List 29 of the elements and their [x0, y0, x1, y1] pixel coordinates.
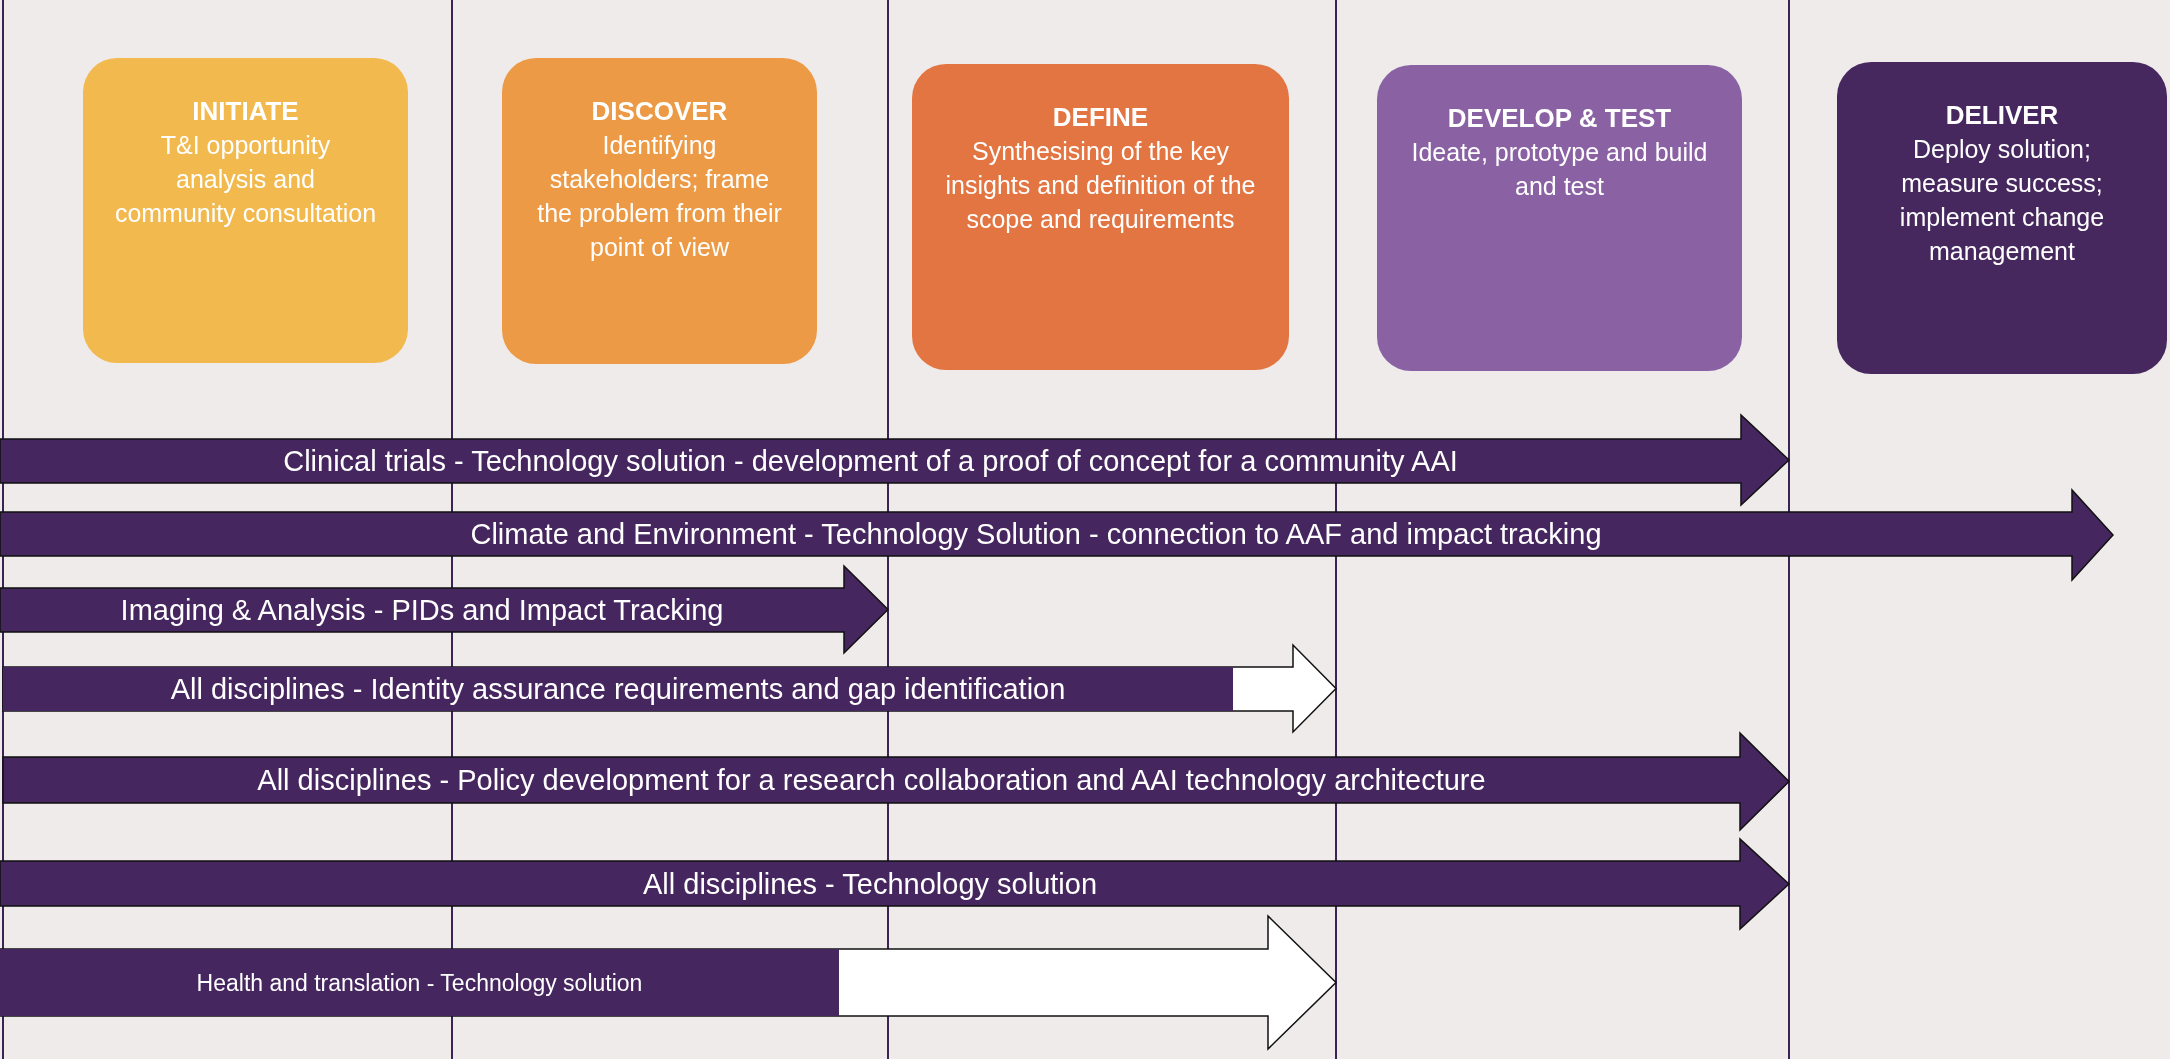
phase-title: DELIVER [1945, 99, 2059, 132]
phase-card [1837, 62, 2167, 374]
timeline-band [0, 839, 1789, 929]
phase-title: DISCOVER [591, 95, 728, 128]
phase-card [83, 58, 408, 363]
phase-description: Ideate, prototype and build and test [1410, 137, 1709, 202]
phase-description: Identifying stakeholders; frame the problem from their point of view [536, 130, 783, 263]
timeline-band [3, 733, 1789, 830]
phase-title: INITIATE [192, 95, 299, 128]
phase-card [912, 64, 1289, 370]
band-label: Health and translation - Technology solution [196, 969, 643, 996]
band-label: Imaging & Analysis - PIDs and Impact Tracking [120, 593, 724, 627]
band-label: All disciplines - Identity assurance requirements and gap identification [170, 672, 1066, 706]
timeline-band [0, 415, 1789, 505]
timeline-band [0, 566, 888, 653]
band-label: Clinical trials - Technology solution - development of a proof of concept for a community AAI [283, 444, 1458, 478]
band-label: All disciplines - Technology solution [643, 867, 1097, 900]
phase-description: Synthesising of the key insights and definition of the scope and requirements [944, 136, 1257, 235]
band-label: Climate and Environment - Technology Solution - connection to AAF and impact tracking [470, 517, 1602, 551]
phase-description: Deploy solution; measure success; implement change management [1898, 134, 2106, 267]
phase-card [1377, 65, 1742, 371]
timeline-band [0, 916, 1336, 1049]
phase-title: DEFINE [1052, 101, 1149, 134]
phase-card [502, 58, 817, 364]
timeline-band [3, 645, 1336, 732]
band-label: All disciplines - Policy development for a research collaboration and AAI technology architecture [257, 763, 1486, 797]
phase-title: DEVELOP & TEST [1447, 102, 1672, 135]
phase-description: T&I opportunity analysis and community consultation [113, 130, 378, 229]
timeline-band [0, 490, 2113, 580]
